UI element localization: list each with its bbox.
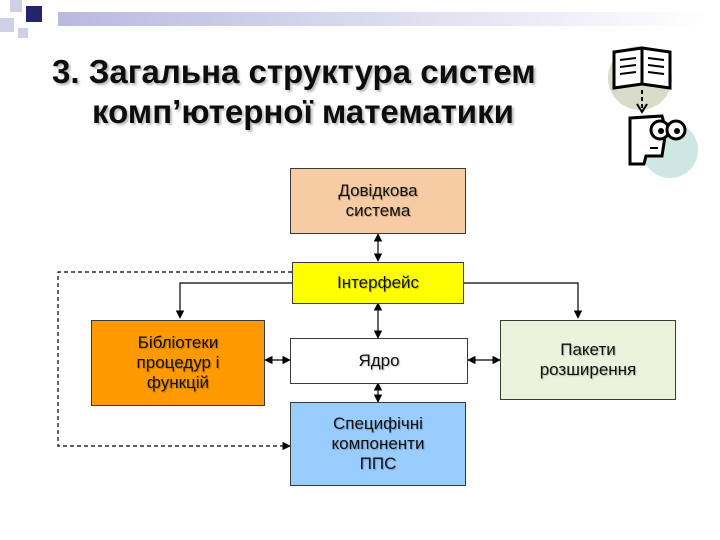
extensions-label: Пакети розширення [539, 340, 637, 379]
kernel-label: Ядро [358, 351, 400, 370]
title-line-2: комп’ютерної математики [92, 93, 514, 130]
page-title: 3. Загальна структура систем комп’ютерно… [52, 52, 592, 132]
reference-system-box: Довідкова система [290, 168, 466, 234]
header-rule [58, 12, 708, 26]
interface-box: Інтерфейс [292, 262, 464, 304]
libraries-box: Бібліотеки процедур і функцій [91, 320, 265, 406]
reference-system-label: Довідкова система [338, 181, 418, 220]
components-box: Специфічні компоненти ППС [290, 402, 466, 486]
interface-label: Інтерфейс [336, 273, 420, 292]
kernel-box: Ядро [290, 338, 468, 384]
title-line-1: 3. Загальна структура систем [52, 53, 536, 90]
libraries-label: Бібліотеки процедур і функцій [136, 333, 220, 392]
book-and-thinker-icon [608, 46, 698, 178]
components-label: Специфічні компоненти ППС [331, 414, 425, 473]
extensions-box: Пакети розширення [500, 320, 676, 400]
squares-decoration-icon [0, 0, 42, 38]
